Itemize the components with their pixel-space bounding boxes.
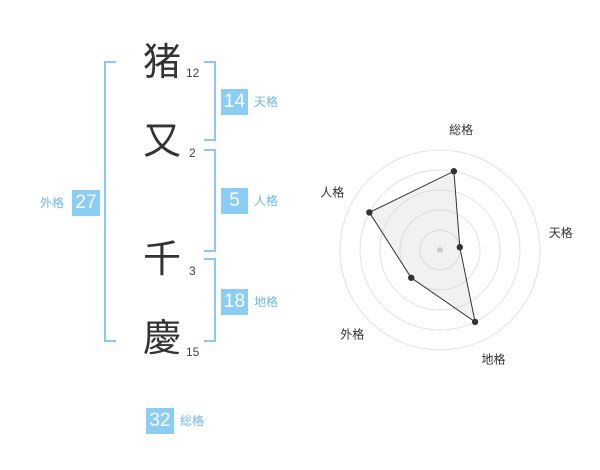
radar-axis-label-5: 人格 [320, 185, 344, 200]
radar-axis-label-1: 総格 [449, 122, 473, 137]
gaikaku-bracket [104, 61, 116, 342]
tenkaku-badge: 14 [221, 89, 248, 115]
radar-center-dot [437, 247, 443, 253]
jinkaku-bracket [204, 149, 216, 252]
radar-ring-3 [379, 189, 501, 311]
chikaku-bracket [204, 258, 216, 342]
stroke-count-4: 15 [186, 345, 200, 359]
soukaku-badge: 32 [146, 408, 174, 434]
chikaku-badge: 18 [221, 289, 248, 315]
tenkaku-label: 天格 [254, 95, 279, 109]
gaikaku-badge: 27 [72, 190, 100, 216]
radar-area [368, 170, 476, 324]
radar-point-4 [408, 274, 415, 281]
soukaku-label: 総格 [180, 414, 205, 428]
radar-ring-5 [339, 149, 541, 351]
radar-ring-4 [359, 169, 521, 331]
radar-point-5 [366, 209, 373, 216]
name-char-2: 又 [143, 119, 182, 163]
chikaku-label: 地格 [254, 295, 279, 309]
tenkaku-bracket [204, 61, 216, 141]
radar-axis-label-2: 天格 [549, 225, 573, 240]
stroke-count-2: 2 [189, 146, 196, 160]
radar-point-1 [450, 168, 458, 175]
name-char-4: 慶 [143, 316, 182, 360]
stroke-count-3: 3 [189, 264, 196, 278]
radar-ring-2 [399, 209, 481, 291]
name-char-3: 千 [143, 237, 182, 281]
jinkaku-badge: 5 [221, 188, 248, 214]
radar-axis-label-3: 地格 [481, 352, 505, 367]
gaikaku-label: 外格 [40, 196, 65, 210]
radar-point-3 [471, 318, 479, 326]
radar-axis-label-4: 外格 [340, 327, 364, 342]
name-char-1: 猪 [143, 40, 182, 84]
stroke-count-1: 12 [186, 66, 200, 80]
radar-point-2 [456, 244, 464, 251]
jinkaku-label: 人格 [254, 194, 279, 208]
